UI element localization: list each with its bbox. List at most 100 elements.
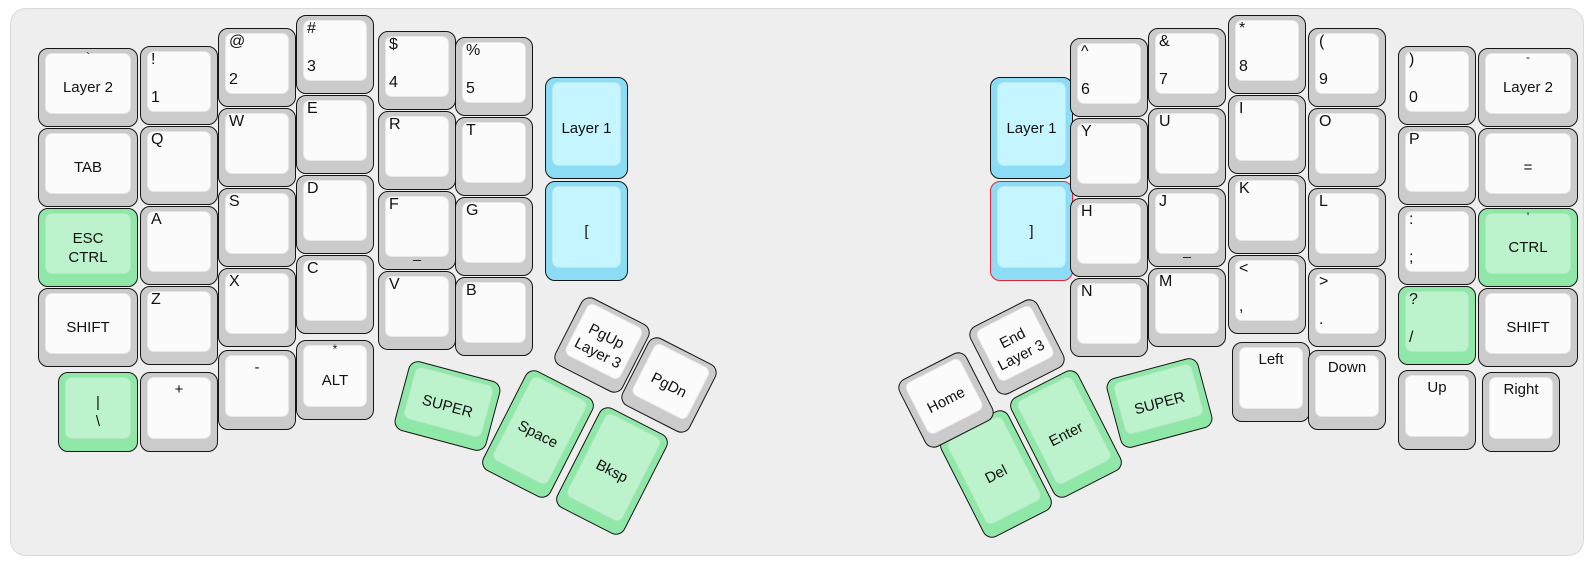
key-right-9[interactable]: (9	[1308, 28, 1386, 107]
key-legend: C	[307, 260, 319, 277]
key-legend: Layer 2	[62, 79, 114, 96]
keycap-top	[303, 345, 367, 407]
key-legend: S	[229, 193, 240, 210]
key-legend: SUPER	[420, 391, 475, 421]
key-legend: SHIFT	[66, 319, 110, 336]
key-left-1[interactable]: !1	[140, 46, 218, 125]
key-legend: &	[1159, 33, 1170, 50]
key-left-super[interactable]: SUPER	[392, 358, 503, 454]
key-right-equals[interactable]: =	[1478, 128, 1578, 207]
key-right-arrow-up[interactable]: Up	[1398, 370, 1476, 450]
key-legend: B	[466, 282, 477, 299]
key-left-q[interactable]: Q	[140, 126, 218, 205]
key-left-z[interactable]: Z	[140, 286, 218, 365]
key-legend: |\	[95, 394, 101, 430]
key-left-x[interactable]: X	[218, 268, 296, 347]
key-legend: 7	[1159, 70, 1168, 88]
key-legend: :	[1409, 211, 1414, 228]
key-right-quote-ctrl[interactable]: 'CTRL	[1478, 208, 1578, 287]
key-left-alt[interactable]: *ALT	[296, 340, 374, 420]
key-left-tab[interactable]: TAB	[38, 128, 138, 207]
key-right-0[interactable]: )0	[1398, 46, 1476, 125]
key-legend: 1	[151, 88, 160, 106]
key-right-arrow-left[interactable]: Left	[1232, 342, 1310, 422]
key-right-y[interactable]: Y	[1070, 118, 1148, 197]
keycap-top	[462, 122, 526, 183]
key-right-l[interactable]: L	[1308, 188, 1386, 267]
key-legend: Layer 1	[561, 119, 612, 137]
key-legend: Down	[1327, 359, 1367, 376]
key-right-layer2[interactable]: -Layer 2	[1478, 48, 1578, 127]
key-left-shift[interactable]: SHIFT	[38, 288, 138, 367]
key-right-slash[interactable]: ?/	[1398, 286, 1476, 365]
key-left-lbracket[interactable]: [	[545, 181, 628, 281]
keycap-top	[147, 211, 211, 272]
key-left-s[interactable]: S	[218, 188, 296, 267]
keycap-top	[65, 377, 131, 439]
key-right-i[interactable]: I	[1228, 95, 1306, 174]
keycap-top	[1485, 133, 1571, 194]
key-left-g[interactable]: G	[455, 197, 533, 276]
key-right-semicolon[interactable]: :;	[1398, 206, 1476, 285]
key-left-layer1[interactable]: Layer 1	[545, 77, 628, 179]
key-right-6[interactable]: ^6	[1070, 38, 1148, 117]
keycap-top	[147, 51, 211, 112]
key-left-a[interactable]: A	[140, 206, 218, 285]
key-left-layer2[interactable]: `Layer 2	[38, 48, 138, 127]
key-left-plus[interactable]: +	[140, 372, 218, 452]
keycap-top	[385, 36, 449, 97]
key-left-c[interactable]: C	[296, 255, 374, 334]
keycap-top	[1077, 43, 1141, 104]
key-legend: ]	[1029, 222, 1034, 240]
key-right-shift[interactable]: SHIFT	[1478, 288, 1578, 367]
key-legend: 0	[1409, 88, 1418, 106]
keycap-top	[45, 53, 131, 114]
keycap-top	[147, 377, 211, 439]
key-left-e[interactable]: E	[296, 95, 374, 174]
key-left-v[interactable]: V	[378, 271, 456, 350]
keycap-top	[385, 276, 449, 337]
key-left-5[interactable]: %5	[455, 37, 533, 116]
key-legend: T	[466, 122, 476, 139]
key-right-7[interactable]: &7	[1148, 28, 1226, 107]
key-legend: 2	[229, 70, 238, 88]
key-right-super[interactable]: SUPER	[1104, 355, 1215, 451]
key-right-j[interactable]: J_	[1148, 188, 1226, 267]
keycap-top	[1485, 213, 1571, 274]
key-right-layer1[interactable]: Layer 1	[990, 77, 1073, 179]
key-left-d[interactable]: D	[296, 175, 374, 254]
key-left-f[interactable]: F_	[378, 191, 456, 270]
key-right-8[interactable]: *8	[1228, 15, 1306, 94]
keycap-top	[1315, 33, 1379, 94]
key-legend: SHIFT	[1506, 319, 1550, 336]
key-right-p[interactable]: P	[1398, 126, 1476, 205]
key-left-3[interactable]: #3	[296, 15, 374, 94]
key-legend: Z	[151, 291, 161, 308]
key-right-rbracket[interactable]: ]	[990, 181, 1073, 281]
key-right-comma[interactable]: <,	[1228, 255, 1306, 334]
key-right-m[interactable]: M	[1148, 268, 1226, 347]
key-right-arrow-right[interactable]: Right	[1482, 372, 1560, 452]
key-left-r[interactable]: R	[378, 111, 456, 190]
key-right-k[interactable]: K	[1228, 175, 1306, 254]
key-left-4[interactable]: $4	[378, 31, 456, 110]
keycap-top	[462, 202, 526, 263]
key-legend: 5	[466, 79, 475, 97]
key-left-2[interactable]: @2	[218, 28, 296, 107]
key-right-o[interactable]: O	[1308, 108, 1386, 187]
key-left-w[interactable]: W	[218, 108, 296, 187]
keycap-top	[303, 20, 367, 81]
key-legend: =	[1523, 159, 1533, 176]
key-right-arrow-down[interactable]: Down	[1308, 350, 1386, 430]
key-right-u[interactable]: U	[1148, 108, 1226, 187]
key-right-n[interactable]: N	[1070, 278, 1148, 357]
key-right-h[interactable]: H	[1070, 198, 1148, 277]
key-left-b[interactable]: B	[455, 277, 533, 356]
key-left-minus[interactable]: -	[218, 350, 296, 430]
key-legend: <	[1239, 260, 1249, 277]
key-left-pipe-backslash[interactable]: |\	[58, 372, 138, 452]
key-right-period[interactable]: >.	[1308, 268, 1386, 347]
key-left-t[interactable]: T	[455, 117, 533, 196]
